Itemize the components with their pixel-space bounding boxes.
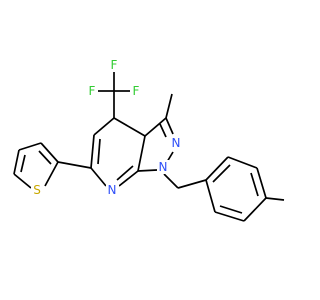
- bond-ar6: [205, 156, 229, 181]
- bond-th-c2-c3: [40, 142, 59, 163]
- atom-f-left: F: [86, 84, 98, 98]
- bond-c5-c4: [93, 117, 115, 136]
- bond-ar1: [205, 179, 216, 213]
- bond-n1-ch2: [163, 173, 179, 189]
- bond-c7a-n7-double: [116, 165, 134, 181]
- bond-th-c2-c3-double: [38, 150, 52, 165]
- bond-ar3: [243, 197, 267, 222]
- bond-c7a-n7: [118, 170, 139, 187]
- atom-f-right: F: [130, 84, 142, 98]
- bond-c3-methyl: [165, 93, 173, 119]
- bond-c6-c5-double: [97, 138, 101, 165]
- atom-n-pyrazole-1: N: [157, 160, 169, 174]
- bond-c4-c3a: [113, 117, 146, 137]
- bond-ar6-double: [212, 164, 231, 183]
- atom-f-top-label: F: [111, 58, 118, 72]
- atom-s-thiophene-label: S: [33, 183, 41, 197]
- bond-th-s-c2: [44, 161, 59, 187]
- bond-c3a-c7a: [137, 135, 146, 172]
- bond-c6-thiophene: [57, 161, 92, 169]
- atom-labels: F F F N N N S: [31, 58, 182, 197]
- bond-ar4-double: [250, 172, 259, 197]
- atom-s-thiophene: S: [31, 183, 44, 197]
- atom-f-left-label: F: [89, 84, 96, 98]
- bond-aryl-methyl: [265, 197, 285, 201]
- bond-th-c4-c5: [13, 149, 20, 175]
- atom-f-top: F: [108, 58, 120, 72]
- bond-c6-c5: [90, 134, 95, 169]
- bond-ch2-aryl: [177, 179, 207, 189]
- molecule-svg: F F F N N N S: [13, 58, 285, 222]
- atom-n-pyrazole-2: N: [170, 136, 182, 150]
- bond-n7-c6: [90, 167, 107, 187]
- bond-c3-n2-double: [159, 123, 167, 138]
- atom-f-right-label: F: [133, 84, 140, 98]
- atom-n-pyridine-label: N: [108, 183, 117, 197]
- bond-ar2-double: [219, 205, 243, 214]
- bonds: [13, 71, 285, 222]
- atom-n-pyridine: N: [106, 183, 119, 197]
- atom-n-pyrazole-1-label: N: [159, 160, 168, 174]
- structure-diagram: F F F N N N S: [13, 58, 285, 222]
- bond-ar5: [227, 156, 258, 169]
- bond-ar4: [256, 167, 267, 199]
- bond-th-c5-s: [13, 173, 32, 189]
- atom-n-pyrazole-2-label: N: [172, 136, 181, 150]
- bond-c3a-c3: [144, 117, 167, 137]
- bond-ar2: [214, 211, 245, 222]
- bond-n1-c7a: [137, 169, 158, 172]
- bond-c3-n2: [165, 117, 174, 135]
- bond-th-c3-c4: [18, 142, 42, 151]
- bond-th-c4-c5-double: [20, 154, 26, 173]
